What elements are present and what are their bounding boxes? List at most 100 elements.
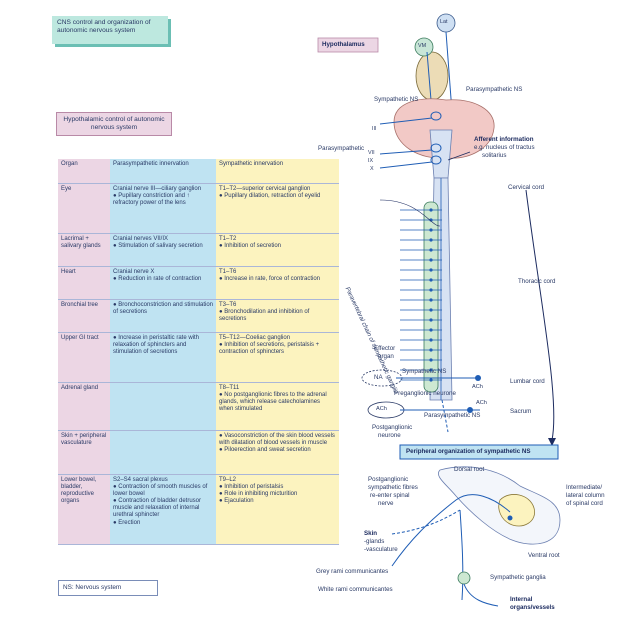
cell-sympathetic: ● Vasoconstriction of the skin blood ves… [216,430,339,475]
title-box: CNS control and organization of autonomi… [52,16,168,44]
effector-label-1: Effector [374,345,396,352]
chain-ganglion [429,368,433,372]
peripheral-arrowhead [548,438,556,446]
skin-label-1: Skin [364,530,378,537]
cn-x-fibre [379,161,433,169]
table-row: Lower bowel, bladder, reproductive organ… [58,474,339,545]
lat-label: Lat [440,19,448,25]
vm-nucleus [414,37,434,57]
ach-label-2: ACh [476,400,487,406]
visceral-outflow [463,583,499,607]
dorsal-root-label: Dorsal root [454,466,485,473]
lateral-horn-cell [507,515,513,521]
postganglionic-label-2: neurone [378,432,401,439]
sacrum-label: Sacrum [510,408,532,415]
cervical-pointer [379,199,441,227]
innervation-table: Organ Parasympathetic innervation Sympat… [58,159,339,545]
hypothalamic-control-heading: Hypothalamic control of autonomic nervou… [63,116,165,131]
cell-parasympathetic [110,430,216,475]
sympathetic-ns-label-2: Sympathetic NS [402,368,447,375]
intermediolateral-label-1: Intermediate/ [566,484,603,491]
cervical-cord-label: Cervical cord [508,184,545,191]
white-rami-label: White rami communicantes [318,586,393,593]
cn-ix-label: IX [368,158,374,164]
cell-parasympathetic: ● Bronchoconstriction and stimulation of… [110,299,216,333]
afferent-sub-1: e.g. nucleus of tractus [474,144,535,151]
table-header-row: Organ Parasympathetic innervation Sympat… [58,159,339,184]
chain-ganglion [429,258,433,262]
cn-nucleus-vii [430,143,442,153]
cell-organ: Bronchial tree [58,299,110,333]
intermediolateral-label-2: lateral column [566,492,605,499]
cell-sympathetic: T1–T2—superior cervical ganglion ● Pupil… [216,183,339,234]
cell-sympathetic: T1–T2 ● Inhibition of secretion [216,233,339,267]
sympathetic-ganglia-label: Sympathetic ganglia [490,574,546,581]
sacral-outflow [441,399,449,433]
skin-label-2: -glands [364,538,385,545]
cell-organ: Lacrimal + salivary glands [58,233,110,267]
white-rami-path [459,509,464,601]
cn-iii-label: III [372,126,377,132]
intermediolateral-label-3: of spinal cord [566,500,603,507]
afferent-label: Afferent information [474,136,534,143]
spinal-nerve-path [391,494,511,567]
table-row: Upper GI tract● Increase in peristaltic … [58,332,339,383]
cell-parasympathetic: Cranial nerves VII/IX ● Stimulation of s… [110,233,216,267]
cell-parasympathetic: S2–S4 sacral plexus ● Contraction of smo… [110,474,216,545]
paravertebral-chain [423,201,439,393]
chain-ganglion [429,238,433,242]
skin-label-3: -vasculature [364,546,398,553]
grey-rami-label: Grey rami communicantes [316,568,389,575]
effector-label-2: organ [378,353,394,360]
hypothalamus-shape [415,51,449,101]
ach-label-3: ACh [376,406,387,412]
header-parasympathetic: Parasympathetic innervation [110,159,216,184]
ach-label-1: ACh [472,384,483,390]
chain-ganglion [429,348,433,352]
internal-organs-label-2: organs/vessels [510,604,555,611]
thoracic-cord-label: Thoracic cord [518,278,556,285]
ventral-root-label: Ventral root [528,552,560,559]
chain-ganglion [429,278,433,282]
chain-ganglion [429,228,433,232]
post-fibres-label-1: Postganglionic [368,476,409,483]
peripheral-title: Peripheral organization of sympathetic N… [406,448,531,455]
parasympathetic-label: Parasympathetic [318,145,365,152]
chain-ganglion [429,328,433,332]
postganglionic-fibre-path [391,509,461,535]
afferent-sub-2: solitarius [482,152,507,159]
table-row: Skin + peripheral vasculature● Vasoconst… [58,430,339,475]
chain-ganglion [429,268,433,272]
chain-ganglion [429,338,433,342]
para-ganglion-cell [467,407,473,413]
chain-ganglion [429,298,433,302]
parasympathetic-ns-label: Parasympathetic NS [466,86,523,93]
hypothalamus-label-box [317,37,379,53]
afferent-pointer [447,151,471,161]
cell-sympathetic: T9–L2 ● Inhibition of peristalsis ● Role… [216,474,339,545]
brain-shape [393,98,495,159]
chain-fibres [400,208,442,382]
header-sympathetic: Sympathetic innervation [216,159,339,184]
peripheral-arrow [525,189,555,441]
nervous-system-note-text: NS: Nervous system [63,584,122,591]
cell-parasympathetic [110,382,216,431]
chain-ganglion [429,208,433,212]
postganglionic-label-1: Postganglionic [372,424,413,431]
preganglionic-label: Preganglionic neurone [394,390,456,397]
cell-parasympathetic: Cranial nerve X ● Reduction in rate of c… [110,266,216,300]
chain-ganglion [429,318,433,322]
cell-parasympathetic: ● Increase in peristaltic rate with rela… [110,332,216,383]
cell-organ: Adrenal gland [58,382,110,431]
nervous-system-note: NS: Nervous system [58,580,158,596]
lumbar-cord-label: Lumbar cord [510,378,545,385]
parasympathetic-ns-label-2: Parasympathetic NS [424,412,481,419]
brainstem-shape [429,129,453,179]
chain-ganglion [429,378,433,382]
table-row: Bronchial tree● Bronchoconstriction and … [58,299,339,333]
cn-nucleus-iii [430,111,442,121]
chain-ganglion [429,308,433,312]
